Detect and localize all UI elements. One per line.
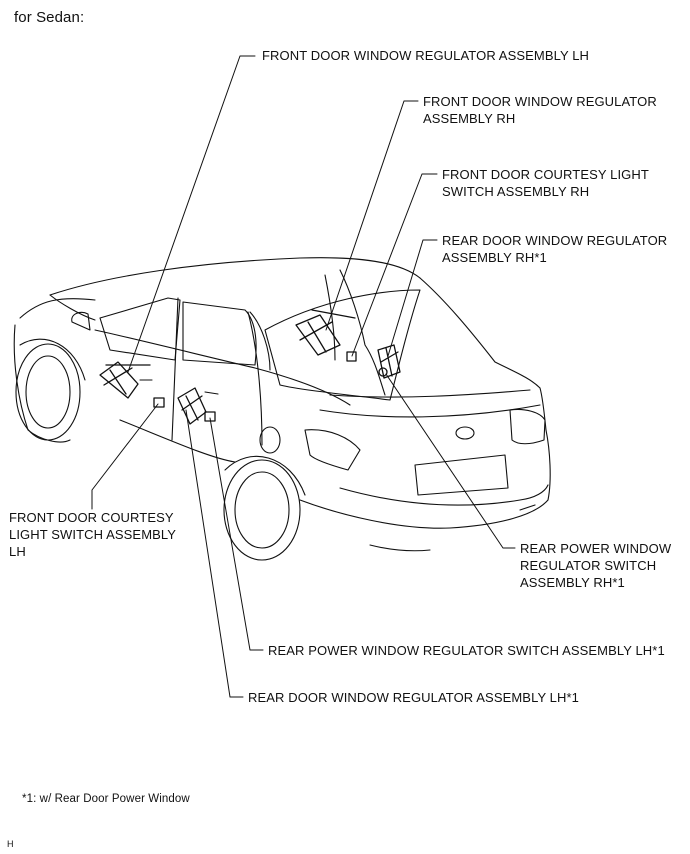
rear-pw-switch-lh-part — [204, 411, 216, 422]
label-front-window-regulator-rh-line2: ASSEMBLY RH — [423, 111, 516, 126]
front-window-regulator-rh-part — [295, 309, 356, 356]
car-body-outline — [13, 257, 551, 561]
label-front-courtesy-switch-lh-line1: FRONT DOOR COURTESY — [9, 510, 174, 525]
label-rear-pw-switch-rh-line1: REAR POWER WINDOW — [520, 541, 672, 556]
label-front-courtesy-switch-rh-line1: FRONT DOOR COURTESY LIGHT — [442, 167, 649, 182]
corner-mark: H — [7, 839, 14, 849]
front-courtesy-switch-lh-part — [153, 397, 165, 408]
label-rear-window-regulator-lh: REAR DOOR WINDOW REGULATOR ASSEMBLY LH*1 — [248, 690, 579, 705]
label-front-window-regulator-rh-line1: FRONT DOOR WINDOW REGULATOR — [423, 94, 657, 109]
label-front-window-regulator-lh: FRONT DOOR WINDOW REGULATOR ASSEMBLY LH — [262, 48, 590, 63]
label-rear-window-regulator-rh-line1: REAR DOOR WINDOW REGULATOR — [442, 233, 668, 248]
rear-pw-switch-rh-part — [378, 367, 388, 377]
front-courtesy-switch-rh-part — [346, 351, 357, 362]
leader-lines — [91, 55, 516, 698]
front-window-regulator-lh-part — [99, 361, 151, 399]
footnote: *1: w/ Rear Door Power Window — [22, 793, 190, 805]
label-front-courtesy-switch-rh-line2: SWITCH ASSEMBLY RH — [442, 184, 590, 199]
label-rear-pw-switch-rh-line2: REGULATOR SWITCH — [520, 558, 657, 573]
label-front-courtesy-switch-lh-line3: LH — [9, 544, 26, 559]
label-rear-pw-switch-rh-line3: ASSEMBLY RH*1 — [520, 575, 625, 590]
label-rear-pw-switch-lh: REAR POWER WINDOW REGULATOR SWITCH ASSEM… — [268, 643, 665, 658]
page-title: for Sedan: — [14, 9, 85, 26]
label-front-courtesy-switch-lh-line2: LIGHT SWITCH ASSEMBLY — [9, 527, 177, 542]
rear-window-regulator-rh-part — [377, 344, 401, 379]
label-rear-window-regulator-rh-line2: ASSEMBLY RH*1 — [442, 250, 547, 265]
rear-window-regulator-lh-part — [177, 387, 207, 425]
